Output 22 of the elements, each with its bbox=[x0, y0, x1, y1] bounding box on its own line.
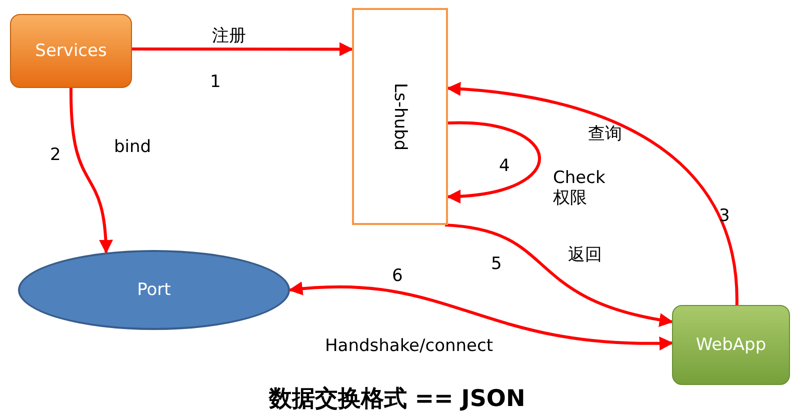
step-number: 3 bbox=[719, 206, 730, 226]
arrow bbox=[446, 122, 541, 203]
arrow bbox=[132, 42, 354, 56]
step-number: 2 bbox=[50, 145, 61, 166]
arrow bbox=[288, 282, 674, 350]
edge-label: bind bbox=[114, 137, 152, 158]
process-box: Services bbox=[10, 14, 132, 88]
arrow bbox=[444, 224, 674, 326]
ellipse-node: Port bbox=[18, 250, 290, 330]
edge-label: 注册 bbox=[212, 26, 246, 46]
step-number: 6 bbox=[392, 266, 403, 286]
process-box: WebApp bbox=[672, 305, 790, 385]
edge-label: Check 权限 bbox=[553, 168, 606, 209]
edge-label: Handshake/connect bbox=[325, 336, 494, 356]
step-number: 4 bbox=[499, 156, 510, 176]
edge-label: 返回 bbox=[568, 245, 602, 266]
arrow bbox=[446, 82, 738, 306]
process-box: Ls-hubd bbox=[352, 8, 448, 225]
edge-label: 查询 bbox=[588, 124, 622, 144]
step-number: 5 bbox=[491, 254, 502, 274]
caption: 数据交换格式 == JSON bbox=[268, 386, 526, 414]
step-number: 1 bbox=[210, 72, 221, 92]
